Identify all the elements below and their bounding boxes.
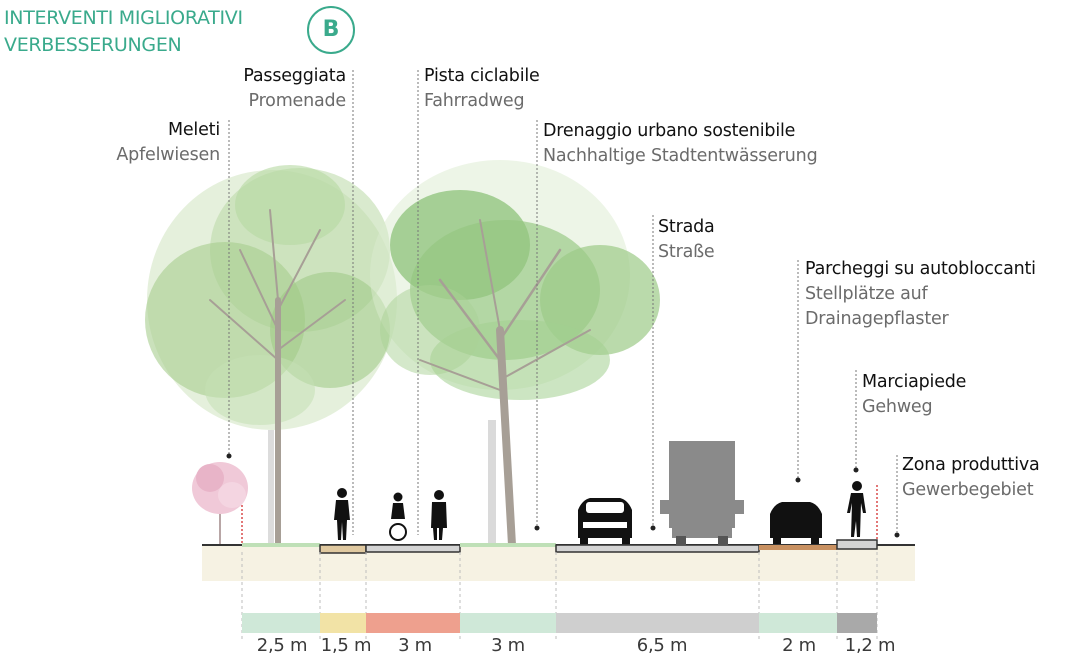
bike-lane-surface: [365, 544, 461, 553]
pedestrian-icon: [847, 481, 866, 537]
band-drainage: [460, 613, 556, 633]
leader-lines: [228, 70, 898, 535]
promenade-surface: [319, 544, 367, 554]
band-bike-lane: [366, 613, 460, 633]
pedestrian-icon: [334, 488, 350, 540]
pedestrian-icon: [431, 490, 447, 540]
truck-icon: [660, 441, 744, 545]
width-label: 2 m: [782, 635, 816, 656]
parked-car-icon: [770, 502, 822, 544]
width-label: 3 m: [491, 635, 525, 656]
band-road: [556, 613, 759, 633]
width-label: 1,2 m: [844, 635, 896, 656]
label-marciapiede: Marciapiede Gehweg: [862, 372, 967, 417]
band-meleti: [242, 613, 320, 633]
label-passeggiata: Passeggiata Promenade: [243, 66, 346, 111]
green-strip: [242, 543, 320, 547]
tree-canopy-left: [145, 165, 397, 430]
band-parking: [759, 613, 837, 633]
band-promenade: [320, 613, 366, 633]
car-front-icon: [578, 498, 632, 544]
drainage-strip: [460, 543, 556, 547]
cyclist-icon: [389, 492, 407, 541]
leader-dots: [226, 453, 900, 538]
road-surface: [555, 544, 760, 553]
label-meleti: Meleti Apfelwiesen: [116, 120, 220, 165]
label-strada: Strada Straße: [658, 217, 715, 262]
secondary-trunk: [268, 430, 274, 545]
parking-pavers: [759, 545, 837, 550]
scenario-badge: B: [307, 6, 355, 54]
tree-trunks: [209, 209, 591, 549]
width-label: 6,5 m: [636, 635, 688, 656]
label-parcheggi: Parcheggi su autobloccanti Stellplätze a…: [805, 259, 1036, 329]
header-title-de: VERBESSERUNGEN: [4, 34, 182, 56]
header-title-it: INTERVENTI MIGLIORATIVI: [4, 7, 243, 29]
tree-canopy-center: [370, 160, 660, 400]
width-label: 2,5 m: [256, 635, 308, 656]
label-drenaggio: Drenaggio urbano sostenibile Nachhaltige…: [543, 121, 818, 166]
label-pista-ciclabile: Pista ciclabile Fahrradweg: [424, 66, 540, 111]
width-label: 3 m: [398, 635, 432, 656]
band-sidewalk: [837, 613, 877, 633]
secondary-trunk: [488, 420, 496, 545]
apple-tree-blossom: [192, 462, 248, 545]
label-zona-produttiva: Zona produttiva Gewerbegebiet: [902, 455, 1040, 500]
sidewalk-surface: [836, 539, 878, 550]
width-label: 1,5 m: [320, 635, 372, 656]
